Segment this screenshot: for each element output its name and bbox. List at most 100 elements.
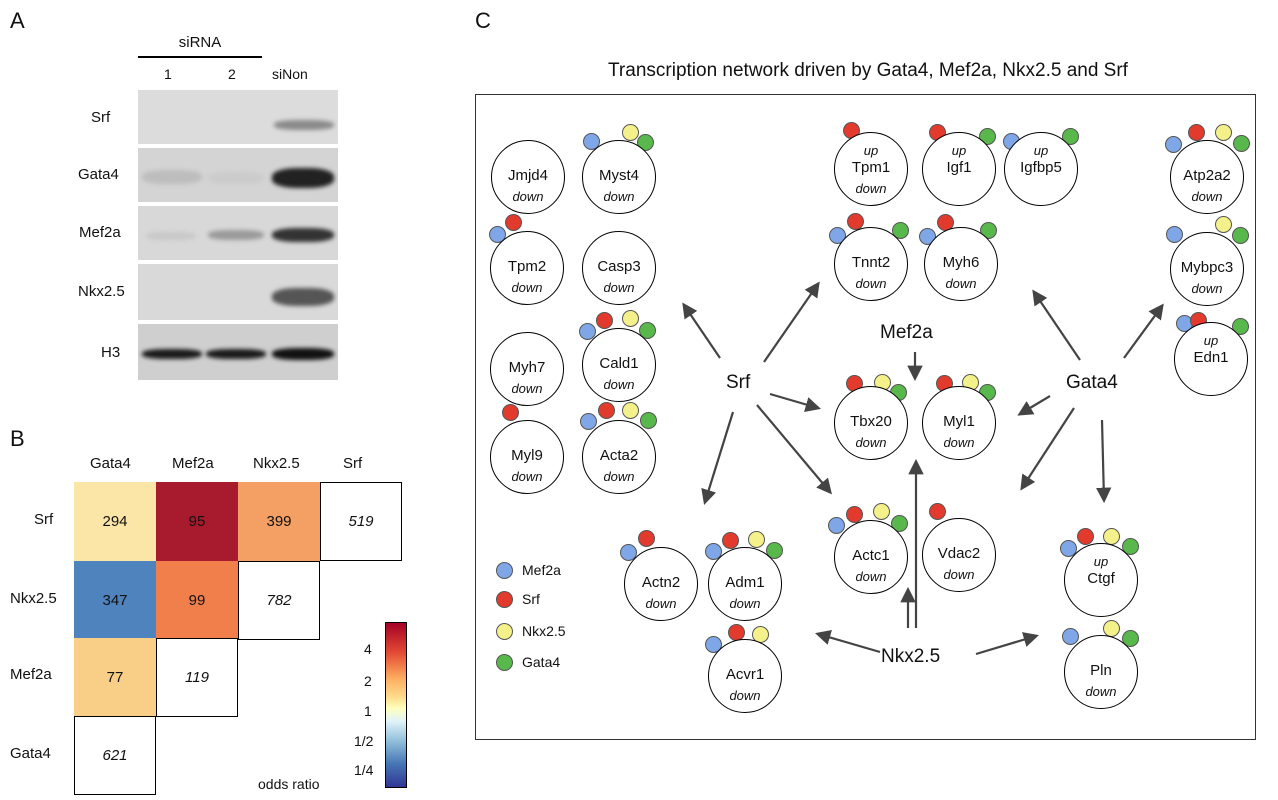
regulation-label: down: [603, 377, 635, 392]
gene-node: Acta2 down: [582, 420, 656, 494]
gene-node: up Ctgf: [1064, 543, 1138, 617]
legend-label: Mef2a: [522, 562, 561, 578]
legend-label: Nkx2.5: [522, 623, 566, 639]
binding-dot: [828, 517, 845, 534]
regulation-label: down: [511, 280, 543, 295]
gene-node: Actc1 down: [834, 520, 908, 594]
legend-swatch: [496, 623, 513, 640]
gene-node: Myh7 down: [490, 332, 564, 406]
gene-name: Myst4: [598, 167, 639, 184]
binding-dot: [1233, 135, 1250, 152]
row-header: Gata4: [10, 745, 51, 762]
blot-srf: [138, 90, 338, 144]
binding-dot: [1215, 216, 1232, 233]
binding-dot: [1232, 227, 1249, 244]
regulation-label: down: [603, 469, 635, 484]
blot-h3: [138, 324, 338, 380]
binding-dot: [639, 322, 656, 339]
gene-node: Atp2a2 down: [1170, 140, 1244, 214]
binding-dot: [1062, 628, 1079, 645]
gene-node: Casp3 down: [582, 231, 656, 305]
heatmap-cell: 294: [74, 482, 156, 561]
gene-name: Atp2a2: [1183, 167, 1231, 184]
gene-name: Myh6: [942, 254, 980, 271]
regulation-label: down: [603, 280, 635, 295]
gene-node: Myh6 down: [924, 227, 998, 301]
binding-dot: [622, 310, 639, 327]
col-header: Nkx2.5: [253, 455, 300, 472]
regulation-label: down: [512, 189, 544, 204]
lane-label: 1: [164, 66, 172, 82]
legend-label: Gata4: [522, 654, 561, 670]
binding-dot: [622, 402, 639, 419]
gene-node: Pln down: [1064, 635, 1138, 709]
binding-dot: [596, 312, 613, 329]
colorbar-tick: 1/2: [354, 733, 374, 749]
gene-name: Actn2: [641, 574, 681, 591]
col-header: Gata4: [90, 455, 131, 472]
blot-mef2a: [138, 206, 338, 260]
binding-dot: [580, 413, 597, 430]
binding-dot: [705, 636, 722, 653]
binding-dot: [622, 124, 639, 141]
binding-dot: [1122, 538, 1139, 555]
gene-node: Tbx20 down: [834, 386, 908, 460]
gene-node: Acvr1 down: [708, 639, 782, 713]
legend-swatch: [496, 591, 513, 608]
panel-a-label: A: [10, 8, 25, 33]
gene-node: Myl1 down: [922, 386, 996, 460]
gene-name: Tbx20: [850, 413, 892, 430]
heatmap-cell: 77: [74, 638, 156, 717]
network-frame: [475, 94, 1256, 740]
gene-name: Edn1: [1193, 349, 1229, 366]
binding-dot: [892, 222, 909, 239]
gene-name: Vdac2: [937, 545, 981, 562]
gene-node: Mybpc3 down: [1170, 232, 1244, 306]
regulation-label: up: [1033, 143, 1049, 158]
regulation-label: down: [1191, 281, 1223, 296]
gene-node: Adm1 down: [708, 547, 782, 621]
col-header: Srf: [343, 455, 363, 472]
gene-name: Tnnt2: [851, 254, 891, 271]
binding-dot: [502, 404, 519, 421]
binding-dot: [489, 226, 506, 243]
gene-node: Actn2 down: [624, 547, 698, 621]
gene-name: Ctgf: [1087, 570, 1115, 587]
panel-b-label: B: [10, 426, 25, 451]
blot-row-label: Mef2a: [79, 224, 121, 241]
colorbar-label: odds ratio: [258, 776, 320, 792]
heatmap-cell: 347: [74, 561, 156, 640]
heatmap-cell: 621: [74, 716, 156, 795]
regulation-label: down: [855, 569, 887, 584]
row-header: Mef2a: [10, 666, 52, 683]
lane-label: 2: [228, 66, 236, 82]
gene-name: Tpm2: [507, 258, 547, 275]
row-header: Nkx2.5: [10, 590, 57, 607]
regulation-label: down: [511, 381, 543, 396]
heatmap-cell: 95: [156, 482, 238, 561]
binding-dot: [1165, 136, 1182, 153]
gene-name: Myh7: [508, 359, 546, 376]
binding-dot: [1060, 540, 1077, 557]
binding-dot: [929, 503, 946, 520]
gene-name: Casp3: [597, 258, 641, 275]
heatmap-cell: 399: [238, 482, 320, 561]
hub-gata4: Gata4: [1066, 372, 1118, 393]
gene-node: Jmjd4 down: [491, 140, 565, 214]
binding-dot: [640, 412, 657, 429]
regulation-label: down: [1085, 684, 1117, 699]
colorbar: [385, 622, 407, 788]
gene-name: Acvr1: [725, 666, 765, 683]
binding-dot: [1122, 630, 1139, 647]
binding-dot: [598, 402, 615, 419]
blot-nkx25: [138, 264, 338, 320]
binding-dot: [620, 544, 637, 561]
regulation-label: down: [729, 688, 761, 703]
gene-node: up Edn1: [1174, 322, 1248, 396]
binding-dot: [873, 503, 890, 520]
regulation-label: down: [855, 435, 887, 450]
hub-srf: Srf: [726, 372, 751, 393]
regulation-label: down: [945, 276, 977, 291]
gene-name: Mybpc3: [1180, 259, 1234, 276]
